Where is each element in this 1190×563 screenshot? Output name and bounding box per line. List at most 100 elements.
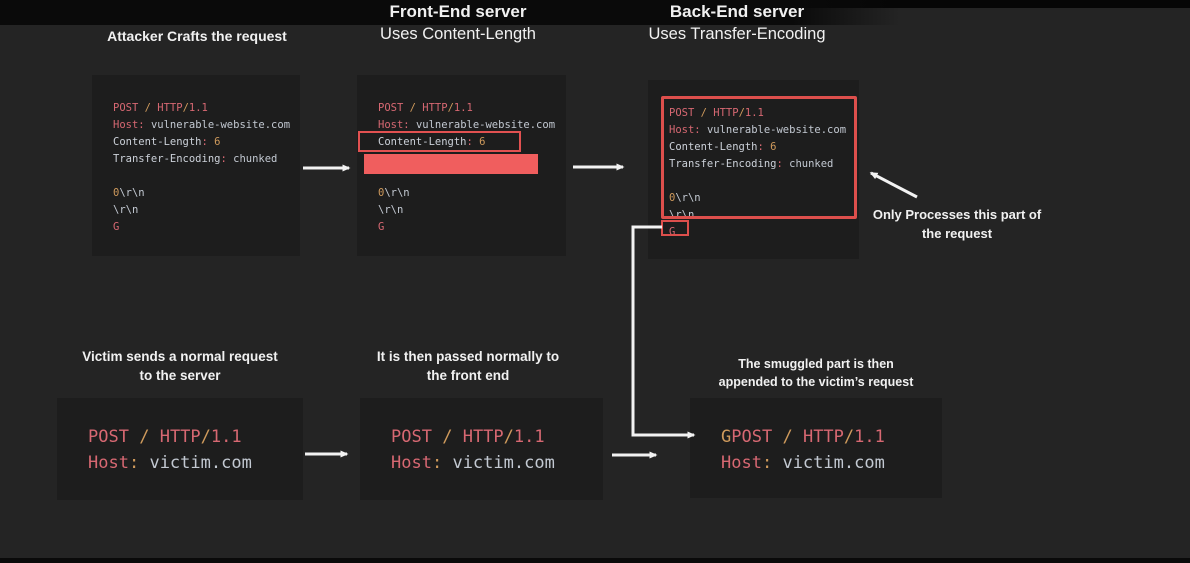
code-token: /	[738, 107, 745, 119]
code-token: HTTP	[159, 427, 201, 447]
code-token: 1.1	[513, 427, 545, 447]
code-token: victim.com	[149, 453, 252, 473]
annotation-only-processes: Only Processes this part of the request	[842, 205, 1072, 243]
code-token: /	[843, 427, 855, 447]
code-line: 0\r\n	[669, 190, 859, 207]
heading-passed-line1: It is then passed normally to	[376, 349, 560, 364]
code-token	[129, 427, 139, 447]
code-token: vulnerable-website.com	[150, 119, 291, 131]
code-token: HTTP	[422, 102, 448, 114]
code-line: Host: victim.com	[391, 450, 603, 476]
code-token: HTTP	[157, 102, 183, 114]
code-token: /	[409, 102, 416, 114]
code-token	[452, 427, 462, 447]
code-token: /	[144, 102, 151, 114]
code-token: Content-Length	[113, 136, 202, 148]
heading-smuggled-line1: The smuggled part is then	[738, 357, 894, 371]
code-token: HTTP	[462, 427, 504, 447]
code-token: :	[761, 453, 773, 473]
code-token: :	[431, 453, 443, 473]
heading-frontend-server: Front-End server Uses Content-Length	[308, 2, 608, 44]
code-line: Transfer-Encoding: chunked	[669, 156, 859, 173]
smuggled-g-outline-box	[661, 220, 689, 236]
code-token: G	[113, 221, 120, 233]
code-token: :	[220, 153, 227, 165]
code-token: 6	[479, 136, 486, 148]
heading-passed-normally: It is then passed normally to the front …	[318, 347, 618, 385]
code-token: /	[447, 102, 454, 114]
code-line: POST / HTTP/1.1	[88, 424, 303, 450]
code-token	[149, 427, 159, 447]
code-token: POST	[88, 427, 129, 447]
heading-victim-request: Victim sends a normal request to the ser…	[30, 347, 330, 385]
code-line: G	[378, 219, 566, 236]
code-line: Transfer-Encoding: chunked	[113, 151, 300, 168]
code-token: Content-Length	[669, 141, 758, 153]
code-token: :	[201, 136, 208, 148]
code-token	[772, 453, 782, 473]
code-line: Host: vulnerable-website.com	[113, 117, 300, 134]
code-token: Transfer-Encoding	[113, 153, 221, 165]
code-token: G	[378, 221, 385, 233]
heading-smuggled-appended: The smuggled part is then appended to th…	[666, 355, 966, 391]
code-token: POST	[731, 427, 773, 447]
code-token: Host	[669, 124, 695, 136]
code-line: 0\r\n	[113, 185, 300, 202]
code-token: 1.1	[453, 102, 473, 114]
code-token: /	[503, 427, 514, 447]
code-token	[772, 427, 782, 447]
code-token: Host	[721, 453, 762, 473]
code-token: /	[139, 427, 150, 447]
code-token: :	[138, 119, 145, 131]
code-token: :	[776, 158, 783, 170]
code-token: :	[128, 453, 140, 473]
code-line: POST / HTTP/1.1	[669, 105, 859, 122]
processed-part-outline-box	[661, 96, 857, 219]
heading-attacker: Attacker Crafts the request	[47, 28, 347, 44]
code-token: Host	[391, 453, 432, 473]
code-line: \r\n	[113, 202, 300, 219]
code-token: vulnerable-website.com	[415, 119, 556, 131]
heading-victim-line1: Victim sends a normal request	[82, 349, 278, 364]
content-length-outline-box	[358, 131, 521, 152]
code-token: \r\n	[384, 187, 410, 199]
code-line: GPOST / HTTP/1.1	[721, 424, 942, 450]
heading-backend-title: Back-End server	[669, 2, 805, 21]
code-token: /	[200, 427, 211, 447]
code-token: 0	[378, 187, 385, 199]
code-token	[442, 453, 452, 473]
code-line: Host: vulnerable-website.com	[669, 122, 859, 139]
heading-passed-line2: the front end	[426, 368, 510, 383]
code-token: victim.com	[782, 453, 885, 473]
code-line: POST / HTTP/1.1	[391, 424, 603, 450]
code-token: chunked	[233, 153, 278, 165]
code-token: \r\n	[378, 204, 404, 216]
arrow-only-processes-pointer-icon	[869, 171, 918, 199]
code-token	[793, 427, 803, 447]
code-token: G	[721, 427, 732, 447]
code-token: 1.1	[744, 107, 764, 119]
heading-frontend-subtitle: Uses Content-Length	[380, 25, 536, 43]
heading-attacker-text: Attacker Crafts the request	[107, 28, 287, 44]
code-line: Content-Length: 6	[669, 139, 859, 156]
code-line: G	[113, 219, 300, 236]
code-token: \r\n	[113, 204, 139, 216]
code-token: :	[694, 124, 701, 136]
annotation-only-processes-line1: Only Processes this part of	[872, 207, 1042, 222]
heading-victim-line2: to the server	[139, 368, 221, 383]
code-line: Host: vulnerable-website.com	[378, 117, 566, 134]
code-line: \r\n	[378, 202, 566, 219]
code-token: /	[182, 102, 189, 114]
code-line: Host: victim.com	[721, 450, 942, 476]
code-token: Host	[113, 119, 139, 131]
code-token: chunked	[789, 158, 834, 170]
code-token: POST	[391, 427, 432, 447]
